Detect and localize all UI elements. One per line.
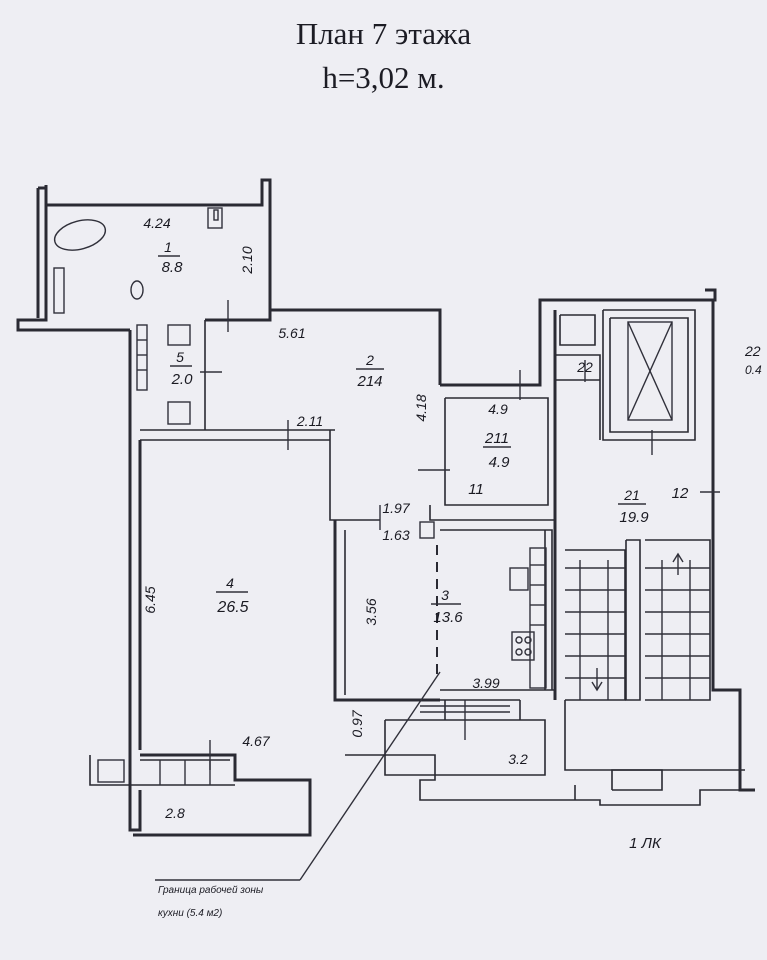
- room-4-number: 4: [226, 575, 234, 591]
- dim-5-61: 5.61: [278, 325, 305, 341]
- room-5-number: 5: [176, 349, 184, 365]
- shaft-label: 22: [576, 359, 593, 375]
- stair-label: 1 ЛК: [629, 835, 662, 852]
- dim-1-63: 1.63: [382, 527, 409, 543]
- room-2-area: 214: [356, 373, 382, 390]
- dim-0-97: 0.97: [349, 709, 365, 737]
- staircase: [565, 539, 711, 701]
- walls: [16, 178, 755, 837]
- dim-6-45: 6.45: [142, 586, 158, 613]
- room-4-area: 26.5: [216, 599, 248, 616]
- dim-3-56: 3.56: [363, 598, 379, 625]
- dim-2-11: 2.11: [296, 413, 323, 429]
- door-marks: [200, 300, 720, 770]
- dimension-labels: 4.24 2.10 5.61 4.18 2.11 4.9 1.97 1.63 3…: [142, 215, 528, 821]
- room-1-area: 8.8: [162, 259, 184, 276]
- ceiling-height: h=3,02 м.: [322, 60, 445, 95]
- room-2-number: 2: [365, 352, 374, 368]
- dim-4-9: 4.9: [488, 401, 508, 417]
- dim-2-10: 2.10: [239, 246, 255, 274]
- plan-title: План 7 этажа: [295, 16, 472, 51]
- room-3-number: 3: [441, 587, 449, 603]
- edge-label: 22: [744, 343, 761, 359]
- edge-label-2: 0.4: [745, 363, 762, 377]
- room-3-area: 13.6: [433, 609, 463, 626]
- dim-4-24: 4.24: [143, 215, 170, 231]
- zone-note: Граница рабочей зоны кухни (5.4 м2): [158, 884, 264, 919]
- stair-room-label: 12: [672, 485, 689, 502]
- zone-note-line-2: кухни (5.4 м2): [158, 908, 222, 919]
- corridor-label: 11: [468, 481, 484, 498]
- room-1-number: 1: [164, 239, 172, 255]
- zone-note-line-1: Граница рабочей зоны: [158, 884, 264, 896]
- lift-shaft: [627, 321, 673, 421]
- room-labels: 1 8.8 5 2.0 2 214 211 4.9 4 26.5 3 13.6 …: [158, 239, 762, 852]
- dim-4-67: 4.67: [242, 733, 270, 749]
- room-21-area: 19.9: [619, 509, 649, 526]
- dim-3-99: 3.99: [472, 675, 499, 691]
- room-211-number: 211: [484, 430, 509, 447]
- dim-2-8: 2.8: [164, 805, 185, 821]
- dim-1-97: 1.97: [382, 500, 410, 516]
- fixtures: [53, 207, 547, 785]
- room-211-area: 4.9: [489, 454, 511, 471]
- room-5-area: 2.0: [171, 371, 194, 388]
- kitchen-zone-boundary: [155, 545, 441, 881]
- dim-3-2: 3.2: [508, 751, 528, 767]
- room-21-number: 21: [623, 487, 640, 503]
- dim-4-18: 4.18: [413, 394, 429, 421]
